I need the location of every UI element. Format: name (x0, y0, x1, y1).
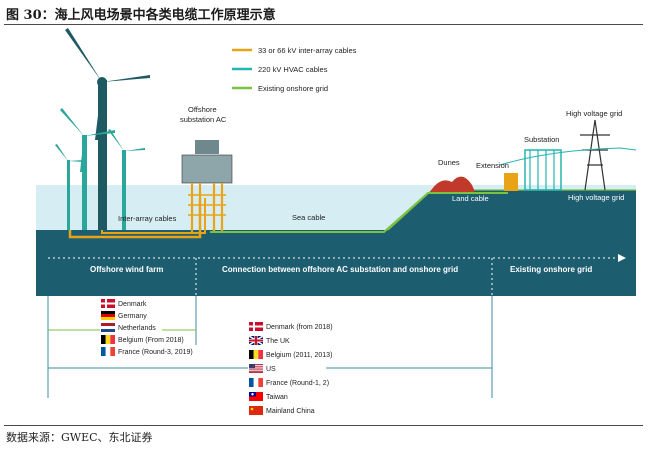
label-inter-array: Inter-array cables (118, 214, 177, 223)
country-label: France (Round-3, 2019) (118, 349, 193, 356)
france-flag-icon (249, 378, 263, 387)
country-label: Germany (118, 313, 147, 320)
section-arrowhead (618, 254, 626, 262)
country-label: Denmark (from 2018) (266, 324, 333, 331)
germany-flag-icon (101, 311, 115, 320)
belgium-flag-icon (101, 335, 115, 344)
sea-cable-line (210, 192, 508, 233)
figure-source: 数据来源：GWEC、东北证券 (6, 431, 153, 444)
seabed-land (36, 190, 636, 296)
country-label: France (Round-1, 2) (266, 380, 329, 387)
label-extension: Extension (476, 161, 509, 170)
label-offshore-substation-line2: substation AC (180, 115, 227, 124)
label-dunes: Dunes (438, 158, 460, 167)
label-sea-cable: Sea cable (292, 213, 325, 222)
offshore-substation (181, 140, 233, 232)
country-label: US (266, 366, 276, 373)
label-high-voltage-grid-top: High voltage grid (566, 109, 622, 118)
high-voltage-pylon (580, 119, 610, 191)
wind-turbine-medium (60, 108, 115, 230)
country-label: Taiwan (266, 394, 288, 401)
denmark-flag-icon (249, 322, 263, 331)
high-voltage-line (499, 147, 637, 166)
extension-box (504, 173, 518, 191)
country-label: Netherlands (118, 325, 156, 332)
china-flag-icon (249, 406, 263, 415)
title-divider (4, 24, 643, 25)
connection-country-list: Denmark (from 2018) The UK Belgium (2011, … (248, 322, 333, 415)
figure-title: 图 30：海上风电场景中各类电缆工作原理示意 (6, 8, 276, 23)
legend-label: Existing onshore grid (258, 84, 328, 93)
country-label: The UK (266, 338, 290, 345)
legend: 33 or 66 kV inter-array cables 220 kV HVA… (232, 46, 357, 93)
netherlands-flag-icon (101, 323, 115, 332)
section-offshore-wind-farm: Offshore wind farm (90, 265, 163, 274)
legend-label: 33 or 66 kV inter-array cables (258, 46, 357, 55)
section-connection: Connection between offshore AC substatio… (222, 265, 458, 274)
denmark-flag-icon (101, 299, 115, 308)
us-flag-icon (249, 364, 263, 373)
country-label: Denmark (118, 301, 147, 308)
country-label: Belgium (From 2018) (118, 337, 184, 344)
section-existing-grid: Existing onshore grid (510, 265, 592, 274)
uk-flag-icon (248, 335, 264, 346)
label-high-voltage-grid-right: High voltage grid (568, 193, 624, 202)
wind-turbine-back (55, 144, 84, 230)
legend-label: 220 kV HVAC cables (258, 65, 328, 74)
belgium-flag-icon (249, 350, 263, 359)
onshore-substation (524, 149, 562, 191)
country-label: Belgium (2011, 2013) (266, 352, 332, 359)
wind-turbine-large (65, 28, 150, 230)
label-land-cable: Land cable (452, 194, 489, 203)
wind-turbine-small (108, 129, 145, 230)
country-label: Mainland China (266, 408, 315, 415)
label-substation: Substation (524, 135, 559, 144)
france-flag-icon (101, 347, 115, 356)
taiwan-flag-icon (249, 392, 263, 401)
label-offshore-substation-line1: Offshore (188, 105, 217, 114)
source-divider (4, 425, 643, 426)
dunes-shape (430, 176, 475, 192)
